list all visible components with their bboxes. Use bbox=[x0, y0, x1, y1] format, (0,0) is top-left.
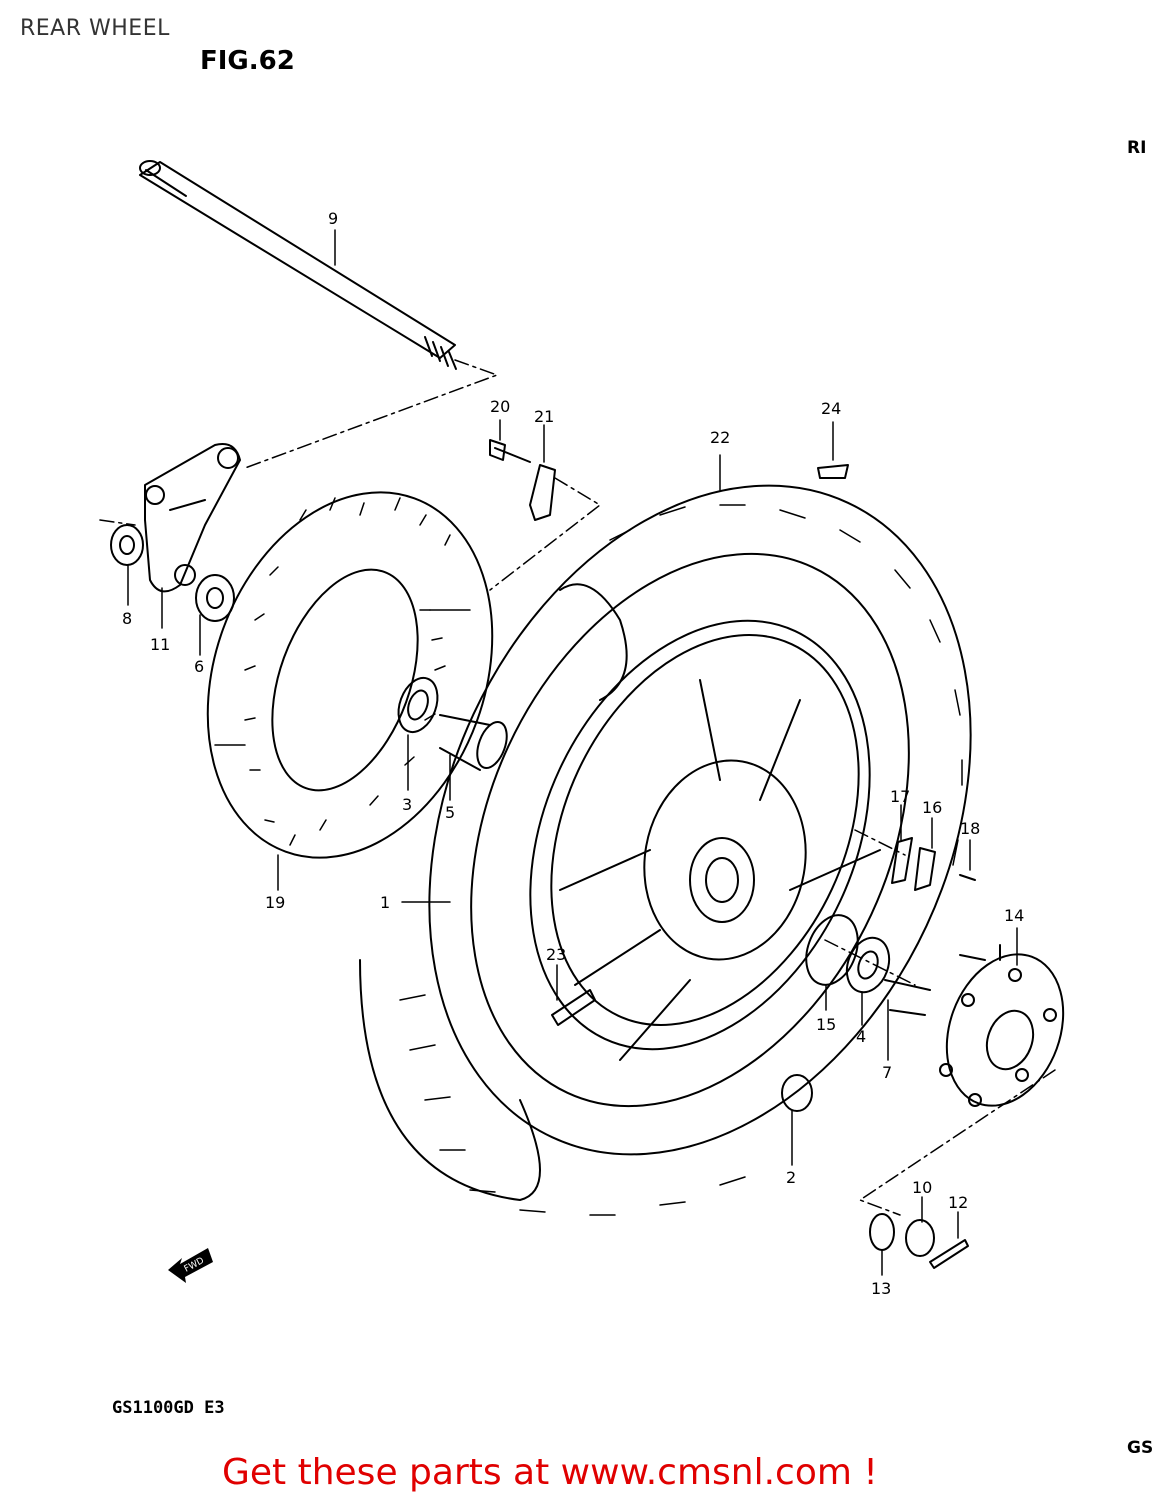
bushing-6 bbox=[195, 574, 235, 622]
bolt-20 bbox=[489, 439, 531, 463]
callout-20: 20 bbox=[490, 397, 510, 416]
rear-axle bbox=[139, 160, 457, 370]
callout-22: 22 bbox=[710, 428, 730, 447]
washer-13 bbox=[869, 1213, 895, 1251]
right-edge-fragment-top: RI bbox=[1127, 138, 1147, 158]
callout-15: 15 bbox=[816, 1015, 836, 1034]
promo-link[interactable]: Get these parts at www.cmsnl.com ! bbox=[222, 1452, 878, 1493]
bearing-4 bbox=[845, 936, 891, 994]
forward-direction-marker: FWD bbox=[168, 1248, 213, 1283]
lock-plate-21 bbox=[529, 464, 556, 521]
sprocket-hub bbox=[939, 944, 1065, 1107]
page-title: REAR WHEEL bbox=[20, 16, 170, 41]
callout-4: 4 bbox=[856, 1027, 866, 1046]
callout-10: 10 bbox=[912, 1178, 932, 1197]
caliper-bracket bbox=[144, 443, 241, 593]
spacer-8 bbox=[110, 524, 144, 566]
callout-24: 24 bbox=[821, 399, 841, 418]
figure-number: FIG.62 bbox=[200, 46, 295, 76]
callout-11: 11 bbox=[150, 635, 170, 654]
lock-16 bbox=[914, 847, 936, 891]
callout-14: 14 bbox=[1004, 906, 1024, 925]
spacer-5 bbox=[439, 714, 491, 771]
callout-21: 21 bbox=[534, 407, 554, 426]
callout-19: 19 bbox=[265, 893, 285, 912]
damper-2 bbox=[781, 1074, 813, 1112]
washer-17 bbox=[891, 837, 913, 884]
right-edge-fragment-bottom: GS bbox=[1127, 1438, 1154, 1458]
balance-weight-24 bbox=[817, 464, 849, 479]
callout-18: 18 bbox=[960, 819, 980, 838]
tire-valve bbox=[551, 989, 596, 1026]
model-code: GS1100GD E3 bbox=[112, 1398, 225, 1418]
callout-17: 17 bbox=[890, 787, 910, 806]
spacer-7 bbox=[884, 979, 931, 1016]
callout-5: 5 bbox=[445, 803, 455, 822]
bearing-3 bbox=[397, 676, 439, 734]
callout-6: 6 bbox=[194, 657, 204, 676]
cast-wheel bbox=[529, 619, 881, 1061]
callout-13: 13 bbox=[871, 1279, 891, 1298]
bolt-18 bbox=[959, 874, 976, 881]
callout-8: 8 bbox=[122, 609, 132, 628]
o-ring-15 bbox=[805, 914, 859, 986]
callout-12: 12 bbox=[948, 1193, 968, 1212]
callout-numbers: 9 20 21 22 24 8 11 6 3 5 19 1 23 15 4 7 … bbox=[122, 209, 1024, 1298]
callout-9: 9 bbox=[328, 209, 338, 228]
callout-7: 7 bbox=[882, 1063, 892, 1082]
callout-16: 16 bbox=[922, 798, 942, 817]
fwd-arrow-icon bbox=[168, 1248, 213, 1283]
callout-1: 1 bbox=[380, 893, 390, 912]
brake-disc bbox=[206, 491, 494, 859]
cotter-pin-12 bbox=[929, 1239, 969, 1269]
callout-3: 3 bbox=[402, 795, 412, 814]
callout-23: 23 bbox=[546, 945, 566, 964]
callout-2: 2 bbox=[786, 1168, 796, 1187]
leader-lines bbox=[99, 359, 1056, 1216]
nut-10 bbox=[905, 1219, 935, 1257]
